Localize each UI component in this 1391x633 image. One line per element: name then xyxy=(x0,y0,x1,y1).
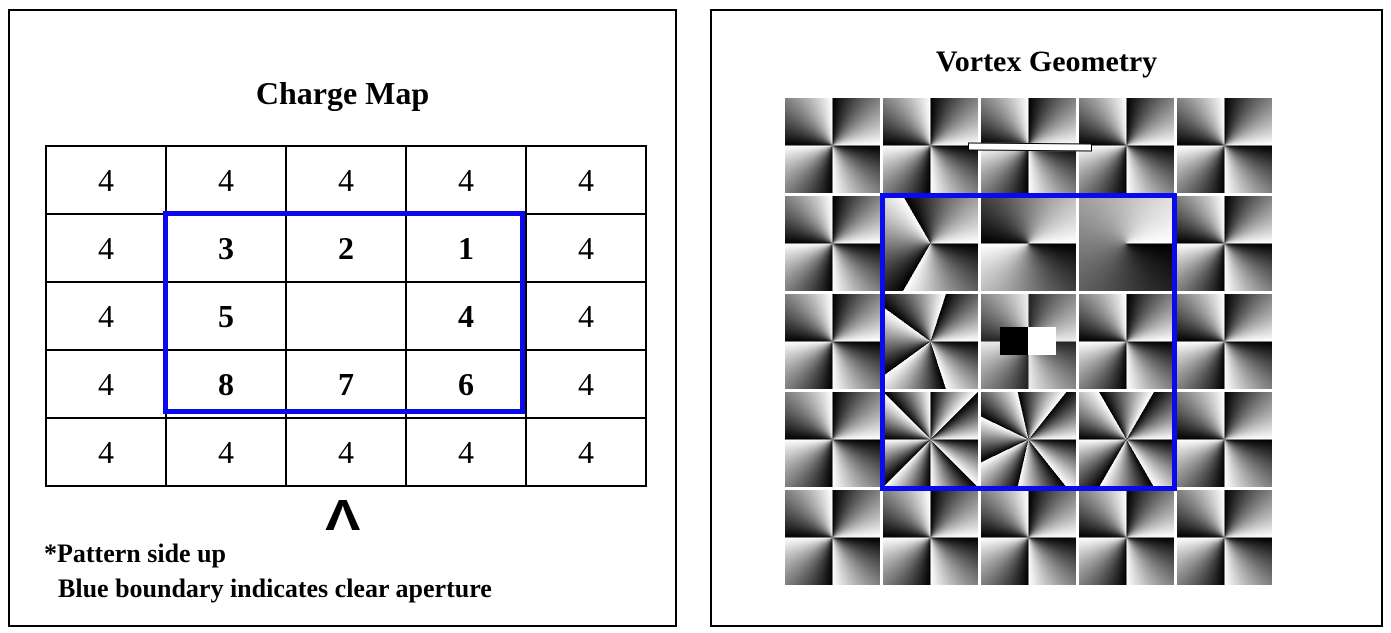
charge-cell: 4 xyxy=(45,349,167,419)
boundary-note: Blue boundary indicates clear aperture xyxy=(58,574,492,603)
charge-cell: 4 xyxy=(285,145,407,215)
vortex-cell-charge-4 xyxy=(785,490,880,585)
vortex-geometry-title: Vortex Geometry xyxy=(935,45,1158,78)
vortex-cell-charge-4 xyxy=(1177,98,1272,193)
charge-cell: 4 xyxy=(405,281,527,351)
charge-cell: 4 xyxy=(525,213,647,283)
charge-cell: 5 xyxy=(165,281,287,351)
vortex-cell-charge-4 xyxy=(883,98,978,193)
vortex-cell-charge-4 xyxy=(1177,392,1272,487)
pattern-side-note: *Pattern side up xyxy=(44,539,226,568)
vortex-cell-charge-8 xyxy=(883,392,978,487)
orientation-bar xyxy=(967,142,1093,152)
charge-cell: 4 xyxy=(45,417,167,487)
vortex-cell-charge-6 xyxy=(1079,392,1174,487)
vortex-cell-charge-3 xyxy=(883,196,978,291)
vortex-cell-charge-4 xyxy=(1079,490,1174,585)
vortex-cell-charge-7 xyxy=(981,392,1076,487)
charge-cell: 4 xyxy=(165,417,287,487)
charge-cell: 4 xyxy=(525,417,647,487)
vortex-grid xyxy=(785,98,1272,585)
charge-cell: 8 xyxy=(165,349,287,419)
vortex-cell-charge-4 xyxy=(1079,294,1174,389)
charge-cell: 4 xyxy=(45,213,167,283)
white-square xyxy=(1028,327,1056,355)
charge-cell: 3 xyxy=(165,213,287,283)
vortex-cell-charge-4 xyxy=(1177,490,1272,585)
vortex-geometry-panel: Vortex Geometry xyxy=(710,9,1383,627)
charge-cell: 4 xyxy=(45,281,167,351)
charge-cell: 6 xyxy=(405,349,527,419)
charge-cell: 4 xyxy=(525,281,647,351)
charge-cell xyxy=(285,281,407,351)
vortex-cell-charge-5 xyxy=(883,294,978,389)
vortex-cell-charge-4 xyxy=(785,196,880,291)
clear-aperture-boundary xyxy=(880,193,1177,491)
vortex-cell-charge-4 xyxy=(981,490,1076,585)
vortex-cell-charge-4 xyxy=(785,98,880,193)
vortex-cell-charge-4 xyxy=(785,392,880,487)
charge-cell: 4 xyxy=(285,417,407,487)
vortex-cell-charge-4 xyxy=(785,294,880,389)
charge-cell: 4 xyxy=(405,145,527,215)
charge-cell: 4 xyxy=(45,145,167,215)
charge-cell: 7 xyxy=(285,349,407,419)
vortex-cell-charge-4 xyxy=(1177,294,1272,389)
charge-cell: 4 xyxy=(525,349,647,419)
black-square xyxy=(1000,327,1028,355)
charge-cell: 2 xyxy=(285,213,407,283)
vortex-cell-charge-4 xyxy=(1079,98,1174,193)
charge-cell: 4 xyxy=(165,145,287,215)
vortex-cell-charge-4 xyxy=(883,490,978,585)
vortex-cell-charge-1 xyxy=(1079,196,1174,291)
vortex-cell-charge-4 xyxy=(1177,196,1272,291)
vortex-cell-charge-2 xyxy=(981,196,1076,291)
vortex-cell-charge-0 xyxy=(981,294,1076,389)
charge-cell: 4 xyxy=(405,417,527,487)
charge-map-title: Charge Map xyxy=(255,75,430,111)
orientation-mark: Λ xyxy=(325,491,361,540)
charge-cell: 4 xyxy=(525,145,647,215)
clear-aperture-boundary xyxy=(163,211,525,414)
